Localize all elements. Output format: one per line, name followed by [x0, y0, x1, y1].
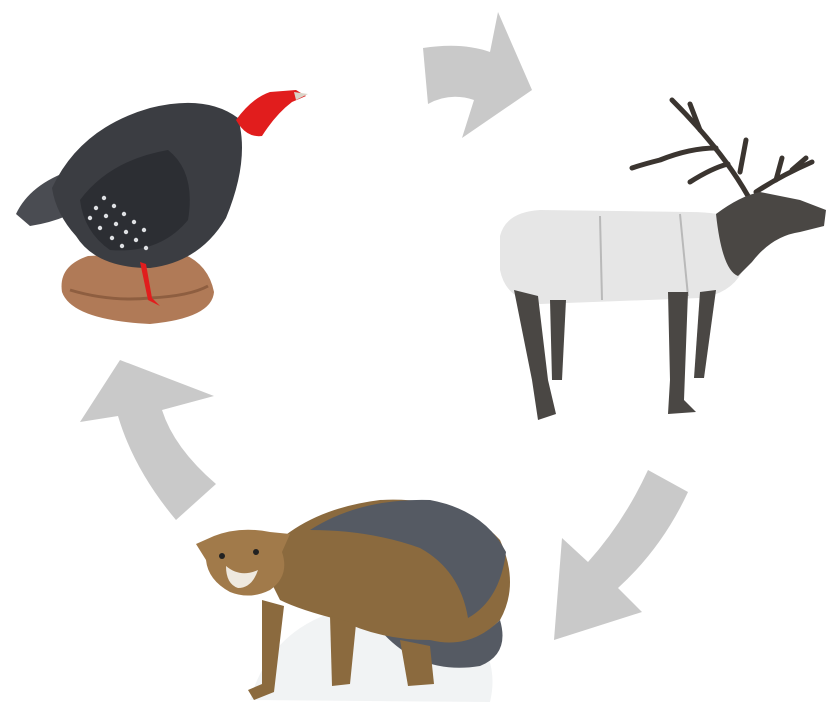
arrow-icon [80, 360, 216, 520]
arrow-icon [423, 12, 532, 138]
elk-antlers [632, 100, 812, 196]
arrow-cougar-to-turkey [80, 360, 216, 520]
arrow-elk-to-cougar [554, 470, 688, 640]
elk-target [500, 100, 826, 420]
arrow-turkey-to-elk [423, 12, 532, 138]
turkey-target [16, 90, 308, 324]
elk-neck [716, 192, 826, 276]
elk-legs [514, 290, 716, 420]
cougar-target [196, 500, 510, 702]
elk-body [500, 210, 742, 304]
arrow-icon [554, 470, 688, 640]
